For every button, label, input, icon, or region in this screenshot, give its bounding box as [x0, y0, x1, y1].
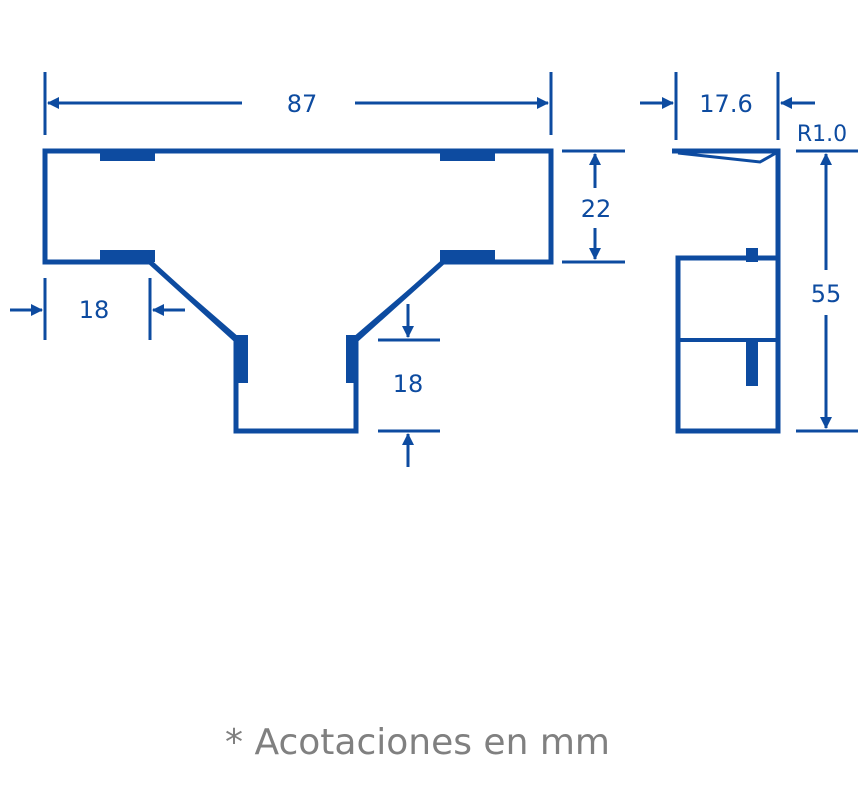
tee-front-view: [42, 148, 554, 434]
units-note-text: * Acotaciones en mm: [225, 722, 610, 763]
dim-label-radius: R1.0: [797, 122, 847, 147]
dim-label-22: 22: [581, 195, 612, 223]
dim-label-87: 87: [287, 90, 318, 118]
side-lid-lip: [677, 151, 777, 164]
tee-clips: [100, 149, 495, 383]
clip-bottom-right: [440, 250, 495, 262]
clip-top-left: [100, 149, 155, 161]
tee-side-view: [672, 148, 781, 434]
clip-branch-right: [346, 335, 358, 383]
side-clip-middle: [746, 340, 758, 386]
tee-inner-flange-right: [351, 260, 444, 342]
dimension-labels: 87 22 18 18 17.6 R1.0 55: [79, 90, 847, 398]
side-body: [675, 255, 781, 434]
side-lid: [672, 148, 781, 262]
dimension-lines: [10, 72, 858, 467]
dim-label-17-6: 17.6: [699, 90, 752, 118]
units-note: * Acotaciones en mm: [0, 722, 865, 763]
clip-bottom-left: [100, 250, 155, 262]
clip-branch-left: [236, 335, 248, 383]
dim-label-18-branch: 18: [393, 370, 424, 398]
side-clips: [746, 248, 758, 386]
dim-label-55: 55: [811, 280, 842, 308]
side-clip-top: [746, 248, 758, 262]
clip-top-right: [440, 149, 495, 161]
tee-inner-flange-left: [149, 260, 241, 342]
dim-label-18-offset: 18: [79, 296, 110, 324]
tee-outline: [42, 148, 554, 434]
